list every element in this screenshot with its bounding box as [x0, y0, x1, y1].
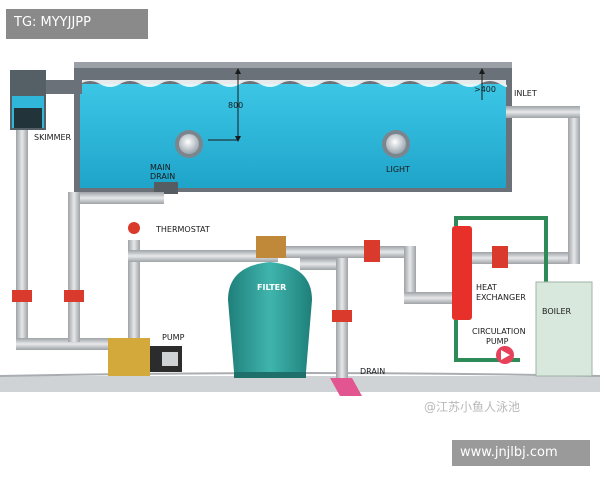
pipe-inlet-riser: [568, 110, 580, 264]
valve-exchanger: [492, 246, 508, 268]
depth-arrow-top: [235, 68, 241, 74]
url-banner: [452, 440, 590, 466]
pipe-pump-up: [128, 240, 140, 340]
pipe-bottom-run: [16, 338, 112, 350]
skimmer-mouth: [46, 80, 82, 94]
label-main-drain-1: MAIN: [150, 163, 171, 172]
watermark: @江苏小鱼人泳池: [424, 400, 521, 414]
pipe-to-exchanger-down: [404, 246, 416, 304]
inlet-arrow: [479, 68, 485, 74]
valve-filter-out: [364, 240, 380, 262]
water-waves: [80, 80, 508, 87]
light-right-lens: [386, 134, 406, 154]
pool-rim: [74, 62, 512, 68]
pipe-to-exchanger-in: [404, 292, 454, 304]
label-inlet-depth: >400: [474, 85, 496, 94]
tag-banner: [6, 9, 148, 39]
depth-arrow-bottom: [235, 136, 241, 142]
url-text: www.jnjlbj.com: [460, 445, 558, 460]
pump-motor-face: [162, 352, 178, 366]
valve-skimmer: [12, 290, 32, 302]
pipe-exchanger-out: [470, 252, 580, 264]
label-circ-1: CIRCULATION: [472, 327, 526, 336]
pipe-drain-across: [68, 192, 164, 204]
label-circ-2: PUMP: [486, 337, 509, 346]
pipe-skimmer-down: [16, 130, 28, 350]
label-boiler: BOILER: [542, 307, 572, 316]
skimmer-basket: [14, 108, 42, 128]
tag-text: TG: MYYJJPP: [14, 15, 91, 30]
drain-outlet: [330, 378, 362, 396]
pool-water: [80, 84, 506, 188]
pipe-inlet-top: [506, 106, 580, 118]
valve-drain-line: [332, 310, 352, 322]
thermostat-sensor: [128, 222, 140, 234]
valve-drain: [64, 290, 84, 302]
label-drain: DRAIN: [360, 367, 385, 376]
circulation-pump-arrow: [501, 350, 510, 360]
pipe-filter-out: [278, 246, 408, 258]
label-inlet: INLET: [514, 89, 537, 98]
filter-valve-head: [256, 236, 286, 258]
label-light: LIGHT: [386, 165, 410, 174]
pump-body: [108, 338, 150, 376]
label-depth: 800: [228, 101, 243, 110]
label-skimmer: SKIMMER: [34, 133, 72, 142]
label-filter: FILTER: [257, 283, 286, 292]
pipe-thermostat-run: [128, 250, 278, 262]
label-thermostat: THERMOSTAT: [155, 225, 210, 234]
light-left-lens: [179, 134, 199, 154]
label-heat-1: HEAT: [476, 283, 497, 292]
label-main-drain-2: DRAIN: [150, 172, 175, 181]
pipe-drain-down: [68, 192, 80, 342]
label-heat-2: EXCHANGER: [476, 293, 526, 302]
filter-base: [234, 372, 306, 378]
filter-tank: [228, 262, 312, 372]
ground: [0, 376, 600, 392]
heat-exchanger: [452, 226, 472, 320]
main-drain: [154, 182, 178, 194]
label-pump: PUMP: [162, 333, 185, 342]
boiler: [535, 281, 593, 377]
